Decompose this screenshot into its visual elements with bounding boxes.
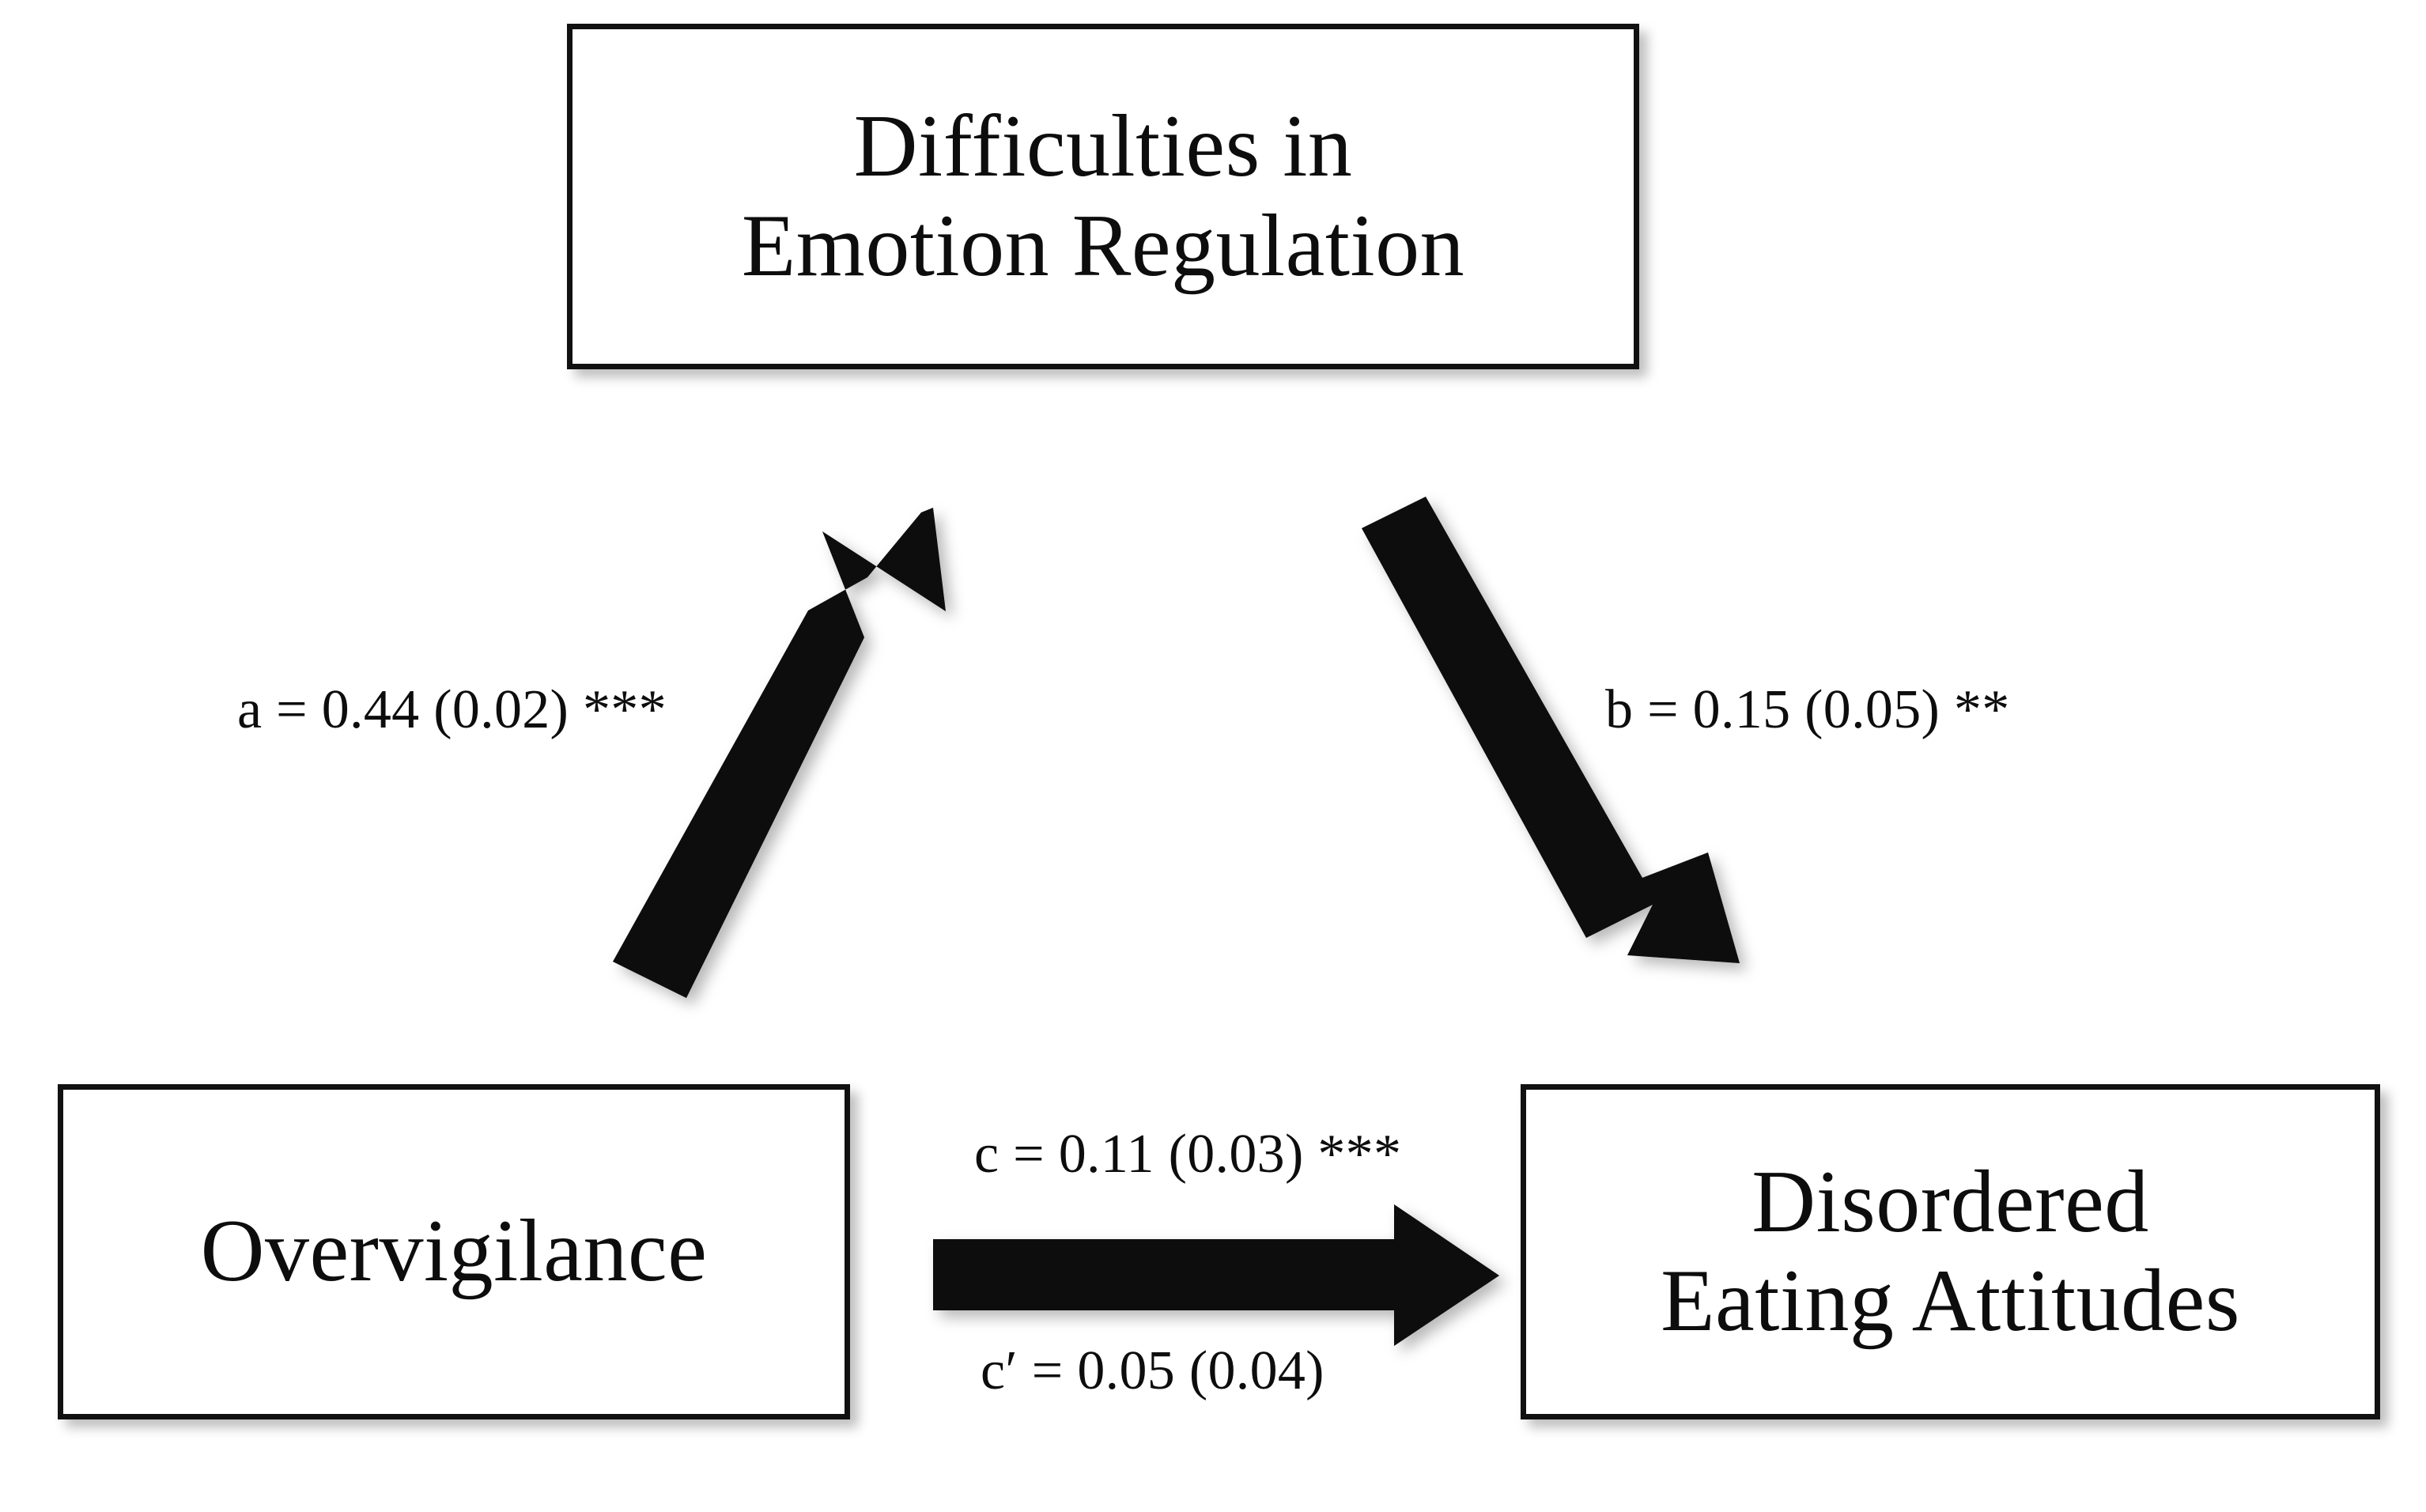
node-box-difficulties-in-emotion-regulation: Difficulties in Emotion Regulation [567, 24, 1639, 369]
arrow-path-c [933, 1204, 1499, 1346]
node-label-outcome: Disordered Eating Attitudes [1661, 1152, 2240, 1350]
node-label-predictor: Overvigilance [200, 1202, 708, 1301]
node-box-disordered-eating-attitudes: Disordered Eating Attitudes [1521, 1084, 2380, 1419]
path-label-c-prime: c′ = 0.05 (0.04) [981, 1340, 1324, 1401]
node-box-overvigilance: Overvigilance [58, 1084, 850, 1419]
path-label-b: b = 0.15 (0.05) ** [1605, 679, 2010, 740]
path-label-a: a = 0.44 (0.02) *** [237, 679, 667, 740]
path-label-c: c = 0.11 (0.03) *** [974, 1124, 1402, 1185]
arrow-path-a [613, 508, 946, 998]
node-label-mediator: Difficulties in Emotion Regulation [741, 97, 1465, 295]
